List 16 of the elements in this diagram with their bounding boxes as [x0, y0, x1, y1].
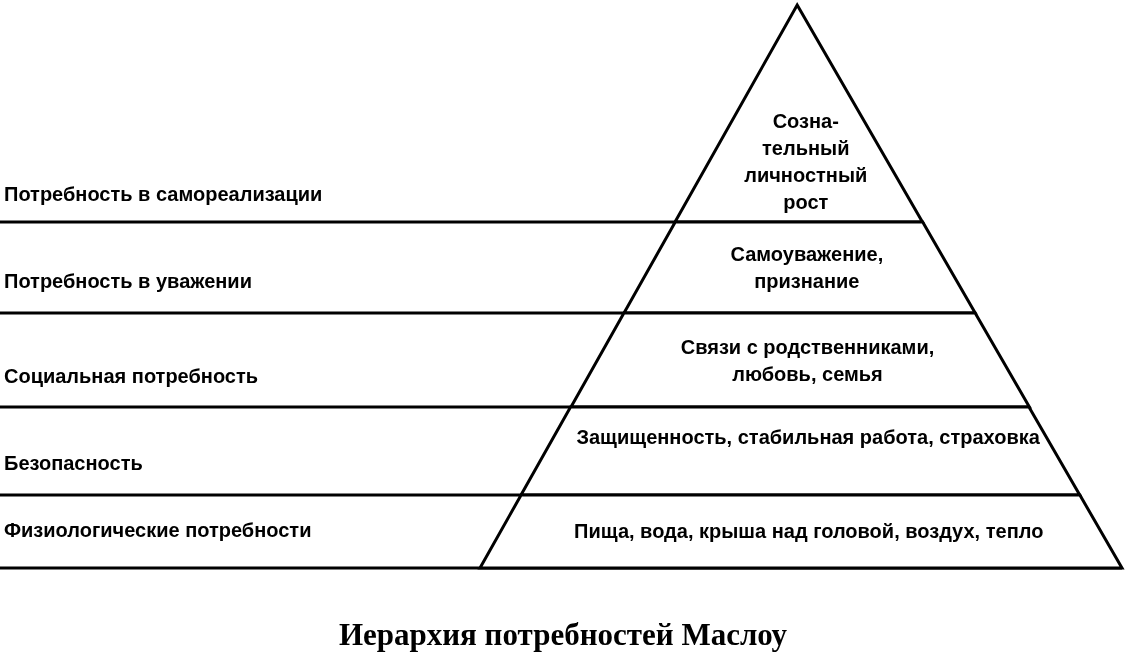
pyramid-tier — [623, 222, 975, 313]
pyramid-tier — [521, 407, 1080, 495]
level-label: Физиологические потребности — [4, 519, 312, 542]
level-label: Потребность в самореализации — [4, 183, 323, 206]
pyramid-tier — [480, 495, 1122, 568]
caption: Иерархия потребностей Маслоу — [337, 617, 789, 653]
pyramid-tier — [570, 313, 1030, 407]
pyramid-top-triangle — [674, 5, 923, 222]
tier-text: Пища, вода, крыша над головой, воздух, тепло — [573, 519, 1045, 544]
tier-text: Связи с родственниками, любовь, семья — [679, 335, 936, 387]
level-label: Социальная потребность — [4, 365, 259, 388]
level-label: Потребность в уважении — [4, 270, 252, 293]
level-label: Безопасность — [4, 452, 143, 475]
tier-text: Защищенность, стабильная работа, страховка — [575, 425, 1041, 450]
tier-text: Созна- тельный личностный рост — [743, 109, 869, 215]
tier-text: Самоуважение, признание — [729, 242, 885, 294]
